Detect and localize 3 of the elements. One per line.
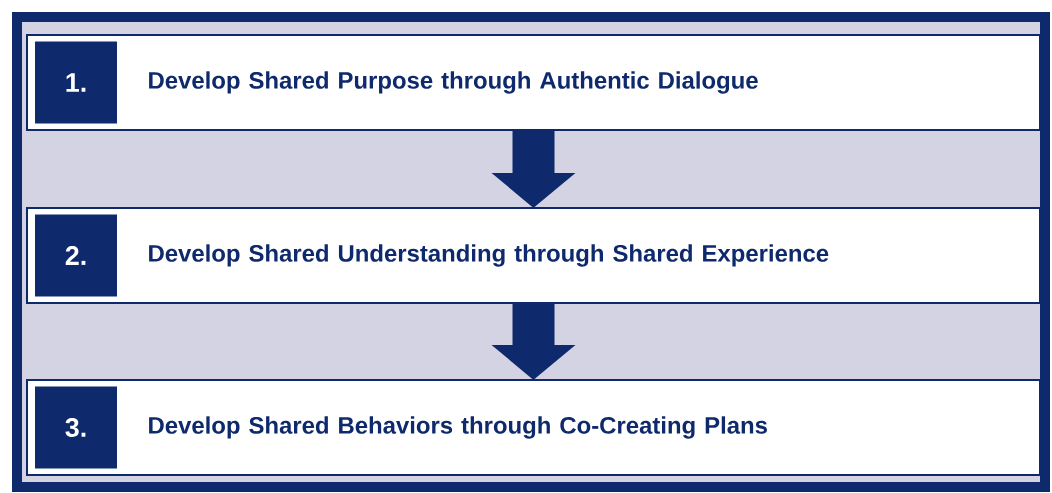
number-square: 2. xyxy=(35,214,117,297)
number-square: 1. xyxy=(35,41,117,124)
number-square: 3. xyxy=(35,386,117,469)
